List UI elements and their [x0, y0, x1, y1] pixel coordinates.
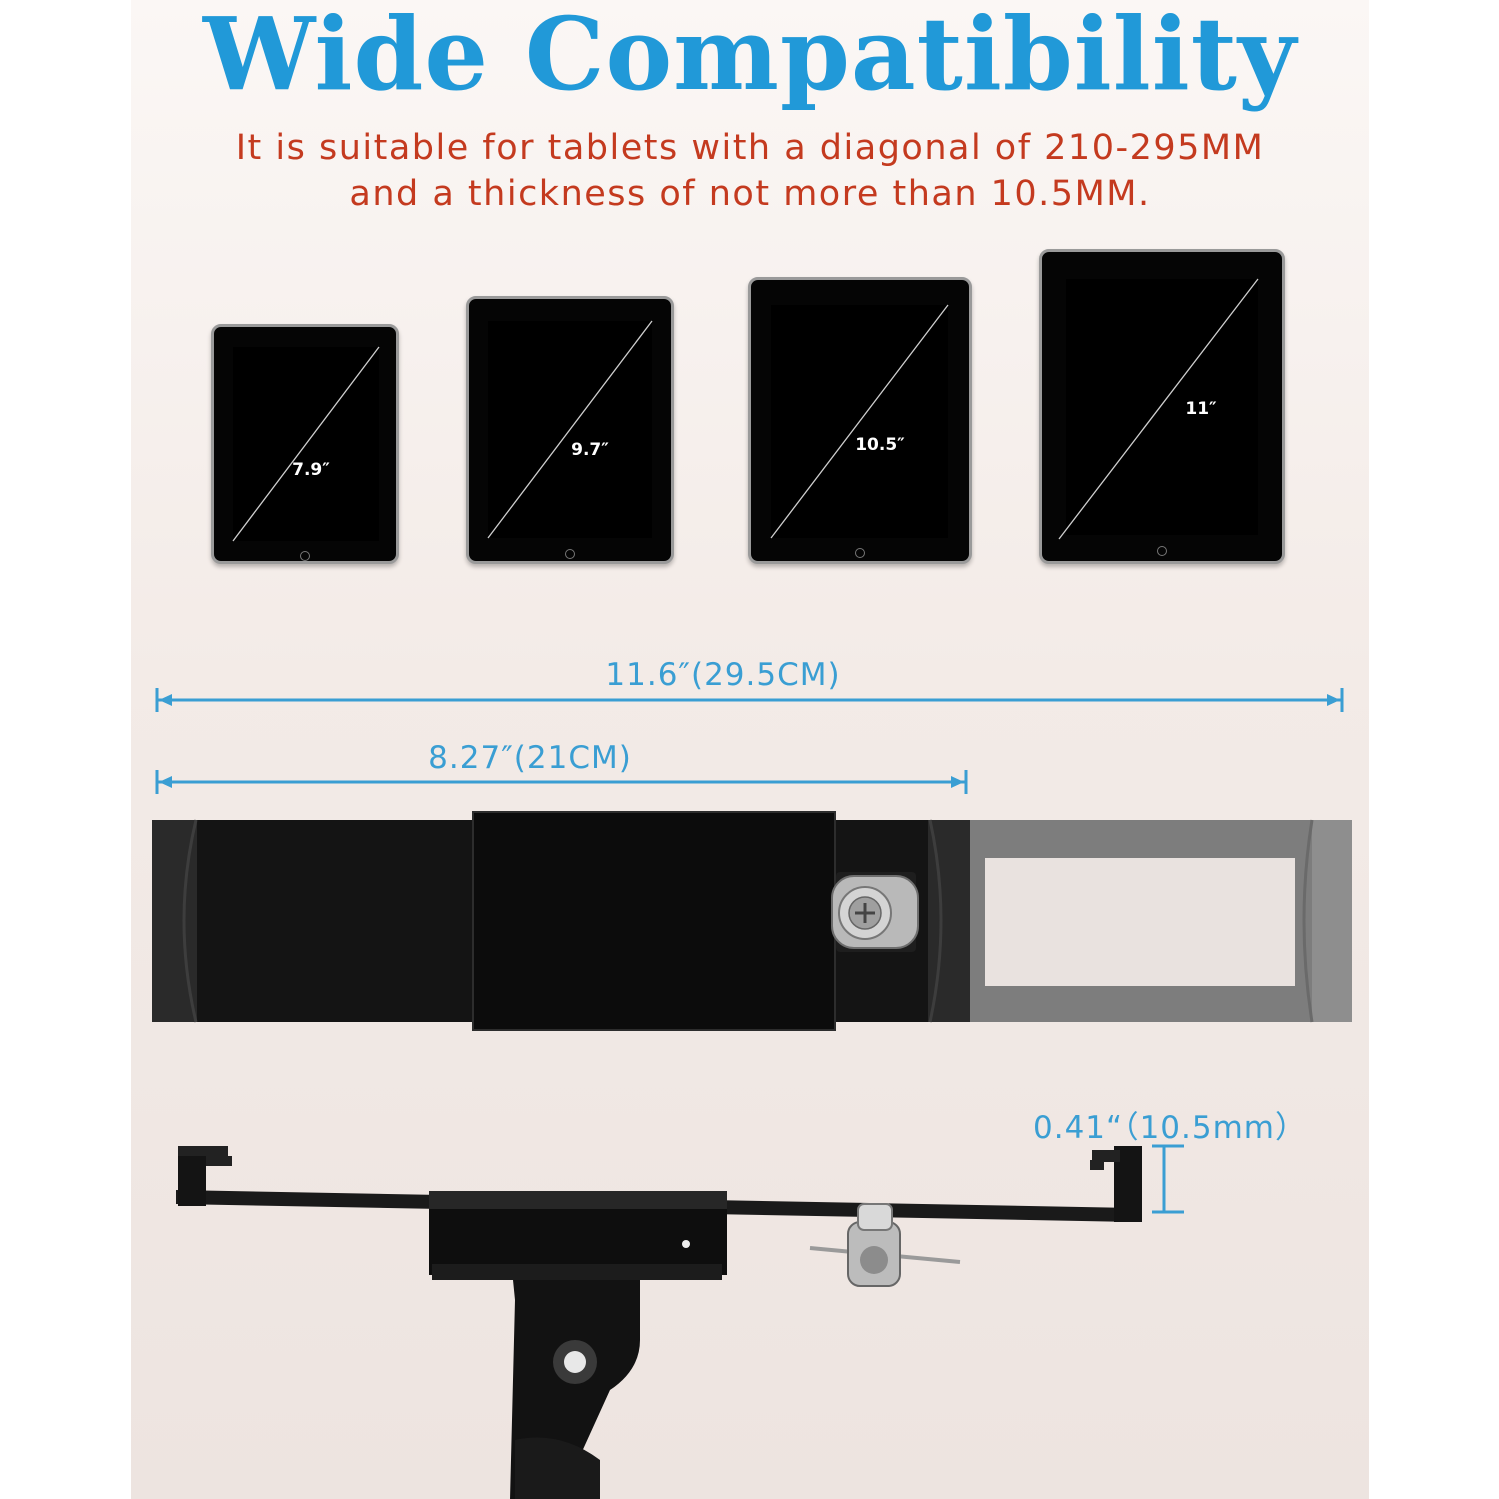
tablet-7-9: 7.9″ — [211, 324, 399, 564]
subtitle-line-2: and a thickness of not more than 10.5MM. — [349, 174, 1151, 214]
tablet-11: 11″ — [1039, 249, 1285, 564]
lock-screw-icon — [838, 886, 892, 940]
min-width-arrow — [155, 770, 968, 794]
tablet-9-7: 9.7″ — [466, 296, 674, 564]
max-width-label: 11.6″(29.5CM) — [605, 657, 841, 693]
thickness-label: 0.41“（10.5mm） — [1033, 1110, 1308, 1146]
thickness-bracket — [1152, 1144, 1184, 1214]
clamp-side-view — [176, 1146, 1142, 1499]
home-button-icon — [855, 548, 865, 558]
page-title: Wide Compatibility — [202, 0, 1298, 113]
home-button-icon — [1157, 546, 1167, 556]
home-button-icon — [565, 549, 575, 559]
home-button-icon — [300, 551, 310, 561]
max-width-arrow — [155, 688, 1344, 712]
extended-clamp-ghost — [968, 819, 1352, 1023]
clamp-front-view — [152, 811, 970, 1031]
tablet-size-label: 10.5″ — [855, 435, 905, 455]
tablet-size-label: 9.7″ — [571, 440, 609, 460]
tablet-size-label: 7.9″ — [292, 460, 330, 480]
tablet-size-label: 11″ — [1185, 399, 1217, 419]
min-width-label: 8.27″(21CM) — [428, 740, 632, 776]
lock-cylinder-icon — [809, 1203, 961, 1287]
tablet-10-5: 10.5″ — [748, 277, 972, 564]
subtitle-line-1: It is suitable for tablets with a diagon… — [235, 128, 1265, 168]
